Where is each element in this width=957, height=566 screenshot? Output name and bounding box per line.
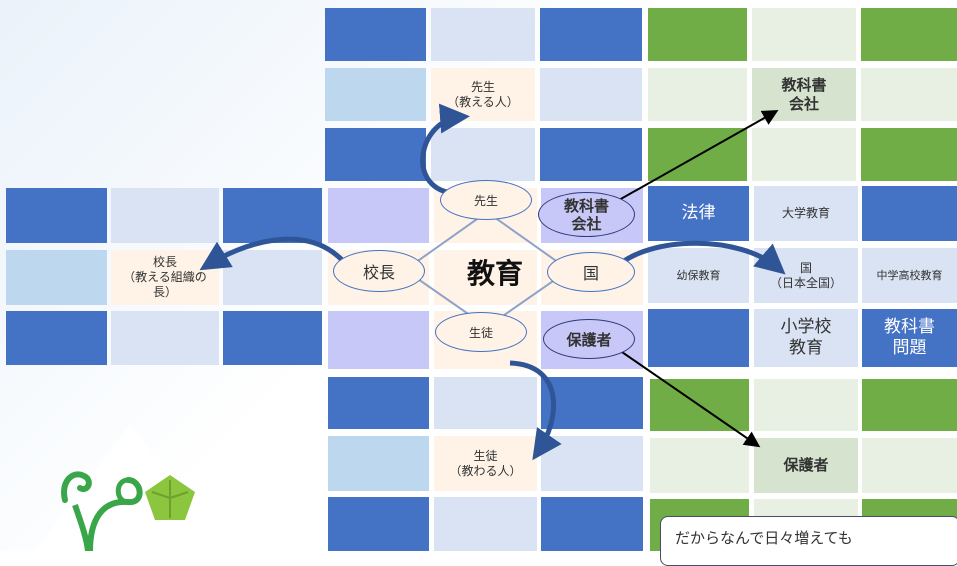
arrow-to-country	[613, 240, 786, 275]
grid-cell	[861, 8, 957, 61]
grid-cell	[325, 128, 426, 181]
vine-stem-2	[72, 504, 91, 551]
grid-cell	[434, 377, 537, 429]
vine-curl	[115, 477, 129, 505]
grid-cell	[862, 438, 957, 493]
grid-cell	[862, 186, 957, 241]
vine-tendril	[61, 471, 92, 503]
grid-cell	[328, 377, 429, 429]
grid-cell	[752, 128, 856, 181]
kindergarten-cell: 幼保教育	[648, 248, 749, 303]
textbook-company-ellipse: 教科書 会社	[538, 192, 635, 237]
arrow-to-textbook-company	[618, 110, 779, 201]
grid-cell	[434, 250, 537, 305]
leaf-veins	[151, 480, 189, 518]
guardian-ellipse: 保護者	[543, 319, 635, 359]
principal-ellipse: 校長	[333, 250, 425, 292]
university-cell: 大学教育	[754, 186, 858, 241]
guardian-cell: 保護者	[754, 438, 858, 493]
grid-cell	[862, 379, 957, 431]
note-box: だからなんで日々増えても	[660, 516, 957, 566]
grid-cell	[6, 311, 107, 365]
grid-cell	[434, 497, 537, 551]
grid-cell	[648, 8, 747, 61]
grid-cell	[650, 438, 749, 493]
student-ellipse: 生徒	[435, 312, 527, 352]
grid-cell	[6, 250, 107, 305]
grid-cell	[648, 68, 747, 121]
vine-logo	[35, 425, 220, 551]
elementary-cell: 小学校 教育	[754, 309, 858, 367]
grid-cell	[111, 188, 219, 243]
law-cell: 法律	[648, 186, 749, 241]
textbook-company-cell: 教科書 会社	[752, 68, 856, 121]
grid-cell	[540, 128, 642, 181]
textbook-issues-cell: 教科書 問題	[862, 309, 957, 367]
grid-cell	[431, 8, 535, 61]
teacher-cell: 先生 （教える人）	[431, 68, 535, 121]
grid-cell	[223, 188, 322, 243]
grid-cell	[541, 497, 643, 551]
grid-cell	[223, 250, 322, 305]
arrow-to-student	[509, 360, 562, 461]
grid-cell	[648, 309, 749, 367]
grid-cell	[540, 8, 642, 61]
grid-cell	[328, 436, 429, 491]
grid-cell	[325, 68, 426, 121]
country-ellipse: 国	[547, 252, 635, 292]
center-word: 教育	[466, 257, 523, 290]
grid-cell	[328, 497, 429, 551]
grid-cell	[754, 379, 858, 431]
grid-cell	[861, 68, 957, 121]
grid-cell	[541, 377, 643, 429]
grid-cell	[752, 8, 856, 61]
grid-cell	[111, 311, 219, 365]
junior-high-cell: 中学高校教育	[862, 248, 957, 303]
grid-cell	[861, 128, 957, 181]
arrow-to-teacher	[420, 103, 470, 196]
grid-cell	[328, 188, 429, 243]
grid-cell	[431, 128, 535, 181]
grid-cell	[325, 8, 426, 61]
student-cell: 生徒 （教わる人）	[434, 436, 537, 491]
grid-cell	[6, 188, 107, 243]
grid-cell	[540, 68, 642, 121]
grid-cell	[223, 311, 322, 365]
grid-cell	[328, 311, 429, 369]
arrow-to-principal	[199, 236, 346, 271]
arrow-to-guardian	[618, 349, 761, 448]
teacher-ellipse: 先生	[440, 180, 532, 220]
